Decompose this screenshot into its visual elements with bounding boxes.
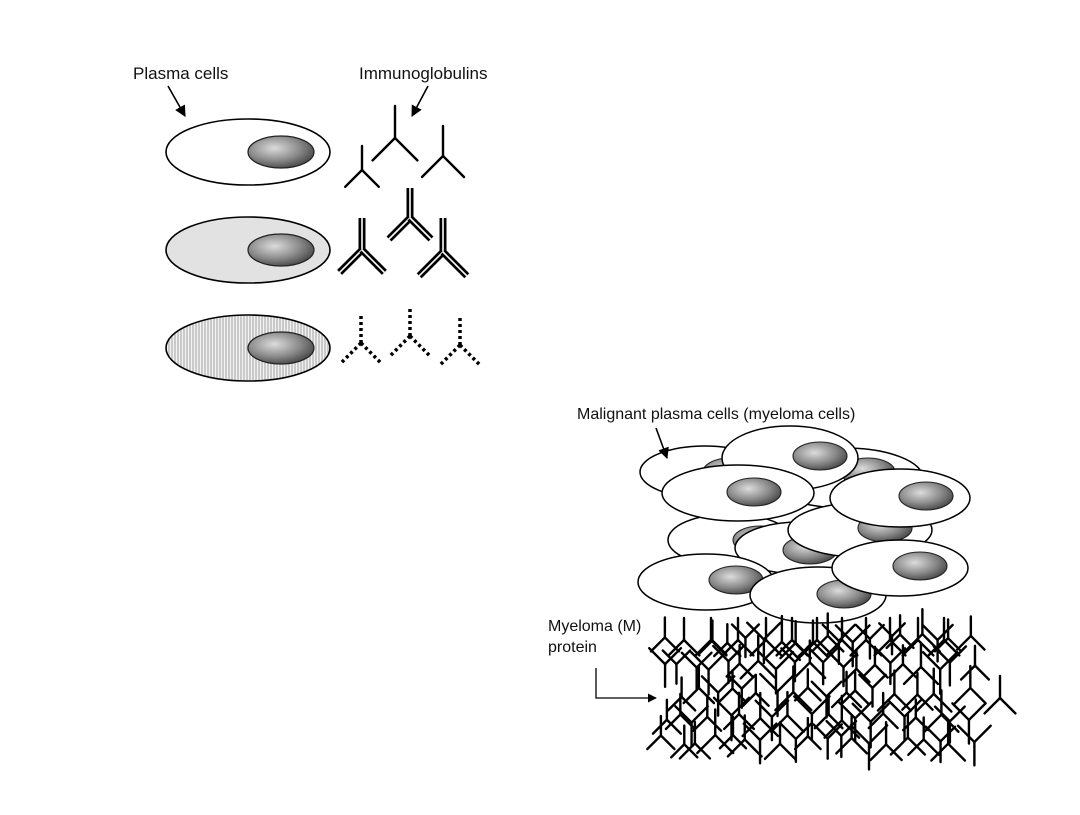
plasma-cells-arrow <box>167 85 186 117</box>
antibody-icon <box>849 616 883 657</box>
antibody-icon <box>914 667 953 713</box>
antibody-icon <box>901 616 935 657</box>
antibody-row-dotted <box>338 306 481 366</box>
antibody-icon <box>344 144 380 189</box>
antibody-icon <box>647 647 683 689</box>
antibody-icon <box>661 649 692 685</box>
m-protein-arrow <box>595 668 657 703</box>
antibody-icon <box>849 724 889 771</box>
nucleus-icon <box>247 331 315 365</box>
antibody-icon <box>959 644 991 681</box>
myeloma-cell <box>637 553 775 611</box>
antibody-row-double <box>337 188 470 279</box>
antibody-icon <box>763 721 797 761</box>
antibody-icon <box>416 218 470 279</box>
antibody-icon <box>754 699 790 742</box>
malignant-cells-label: Malignant plasma cells (myeloma cells) <box>577 406 856 423</box>
malignant-arrow <box>655 427 669 460</box>
antibody-icon <box>337 218 387 275</box>
antibody-icon <box>927 616 961 657</box>
antibody-icon <box>674 705 709 747</box>
antibody-icon <box>694 616 728 657</box>
antibody-row-thin <box>344 104 466 189</box>
nucleus-icon <box>726 477 782 507</box>
nucleus-icon <box>247 233 315 267</box>
m-protein-pile <box>646 607 1017 771</box>
antibody-icon <box>793 716 822 751</box>
antibody-icon <box>825 719 858 759</box>
antibody-icon <box>774 665 813 712</box>
antibody-icon <box>873 616 907 657</box>
antibody-icon <box>680 651 713 691</box>
nucleus-icon <box>898 481 954 511</box>
antibody-icon <box>712 644 745 685</box>
antibody-icon <box>749 616 783 657</box>
antibody-icon <box>867 691 899 730</box>
antibody-icon <box>854 623 885 660</box>
plasma-cell-grey <box>165 216 331 284</box>
antibody-icon <box>696 708 735 755</box>
antibody-icon <box>956 724 992 767</box>
myeloma-cell <box>831 539 969 597</box>
nucleus-icon <box>247 135 315 169</box>
antibody-icon <box>667 616 701 657</box>
antibody-icon <box>907 716 941 757</box>
antibody-icon <box>902 641 940 686</box>
antibody-icon <box>371 104 419 162</box>
myeloma-protein-line1: Myeloma (M) <box>548 618 642 635</box>
nucleus-icon <box>892 551 948 581</box>
antibody-icon <box>830 670 863 709</box>
antibody-icon <box>420 124 466 179</box>
antibody-icon <box>778 721 814 763</box>
myeloma-protein-line2: protein <box>548 638 597 656</box>
plasma-cell-plain <box>165 118 331 186</box>
antibody-icon <box>956 615 986 651</box>
antibody-icon <box>810 680 843 719</box>
immunoglobulins-arrow <box>411 85 429 117</box>
antibody-icon <box>387 306 433 359</box>
antibody-icon <box>439 317 481 366</box>
antibody-icon <box>649 616 681 653</box>
antibody-icon <box>742 722 778 765</box>
antibody-icon <box>646 714 676 751</box>
antibody-icon <box>682 665 716 705</box>
antibody-icon <box>930 718 967 762</box>
antibody-icon <box>889 712 927 756</box>
antibody-icon <box>727 674 757 709</box>
antibody-icon <box>841 670 870 705</box>
myeloma-cell <box>661 464 815 522</box>
antibody-icon <box>951 702 987 745</box>
antibody-icon <box>386 188 434 242</box>
nucleus-icon <box>792 441 848 471</box>
plasma-cell-striped <box>165 314 331 382</box>
antibody-icon <box>678 720 712 760</box>
myeloma-cell <box>829 468 971 528</box>
plasma-cells-label: Plasma cells <box>133 64 229 83</box>
myeloma-protein-label: Myeloma (M) protein <box>548 617 641 659</box>
antibody-icon <box>953 664 987 705</box>
antibody-icon <box>741 673 770 707</box>
antibody-icon <box>338 313 384 366</box>
antibody-icon <box>721 616 755 657</box>
antibody-icon <box>983 674 1017 715</box>
myeloma-cell-cluster <box>637 425 971 624</box>
antibody-icon <box>876 669 913 712</box>
antibody-icon <box>757 650 795 695</box>
antibody-icon <box>861 645 889 679</box>
antibody-icon <box>858 673 887 708</box>
immunoglobulins-label: Immunoglobulins <box>359 64 488 83</box>
antibody-icon <box>670 724 699 759</box>
